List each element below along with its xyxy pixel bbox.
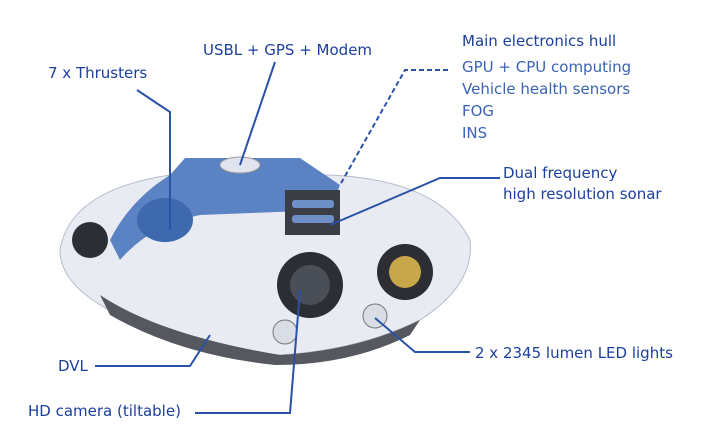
label-led: 2 x 2345 lumen LED lights (475, 344, 673, 362)
label-sonar-2: high resolution sonar (503, 185, 662, 203)
label-hull-item: Vehicle health sensors (462, 80, 631, 98)
thruster-side (72, 222, 108, 258)
label-hull-item: FOG (462, 102, 495, 120)
rov-body (59, 156, 471, 365)
sonar (285, 190, 340, 235)
label-dvl: DVL (58, 357, 88, 375)
leader-lines (95, 61, 500, 414)
label-thrusters: 7 x Thrusters (48, 64, 148, 82)
label-hull-title: Main electronics hull (462, 32, 617, 50)
label-hull-item: INS (462, 124, 488, 142)
label-camera: HD camera (tiltable) (28, 402, 181, 420)
label-sonar-1: Dual frequency (503, 164, 618, 182)
vertical-thruster (137, 198, 193, 242)
label-usbl: USBL + GPS + Modem (203, 41, 373, 59)
hull-top (110, 158, 340, 260)
label-hull-item: GPU + CPU computing (462, 58, 632, 76)
led-light-left (272, 319, 298, 345)
